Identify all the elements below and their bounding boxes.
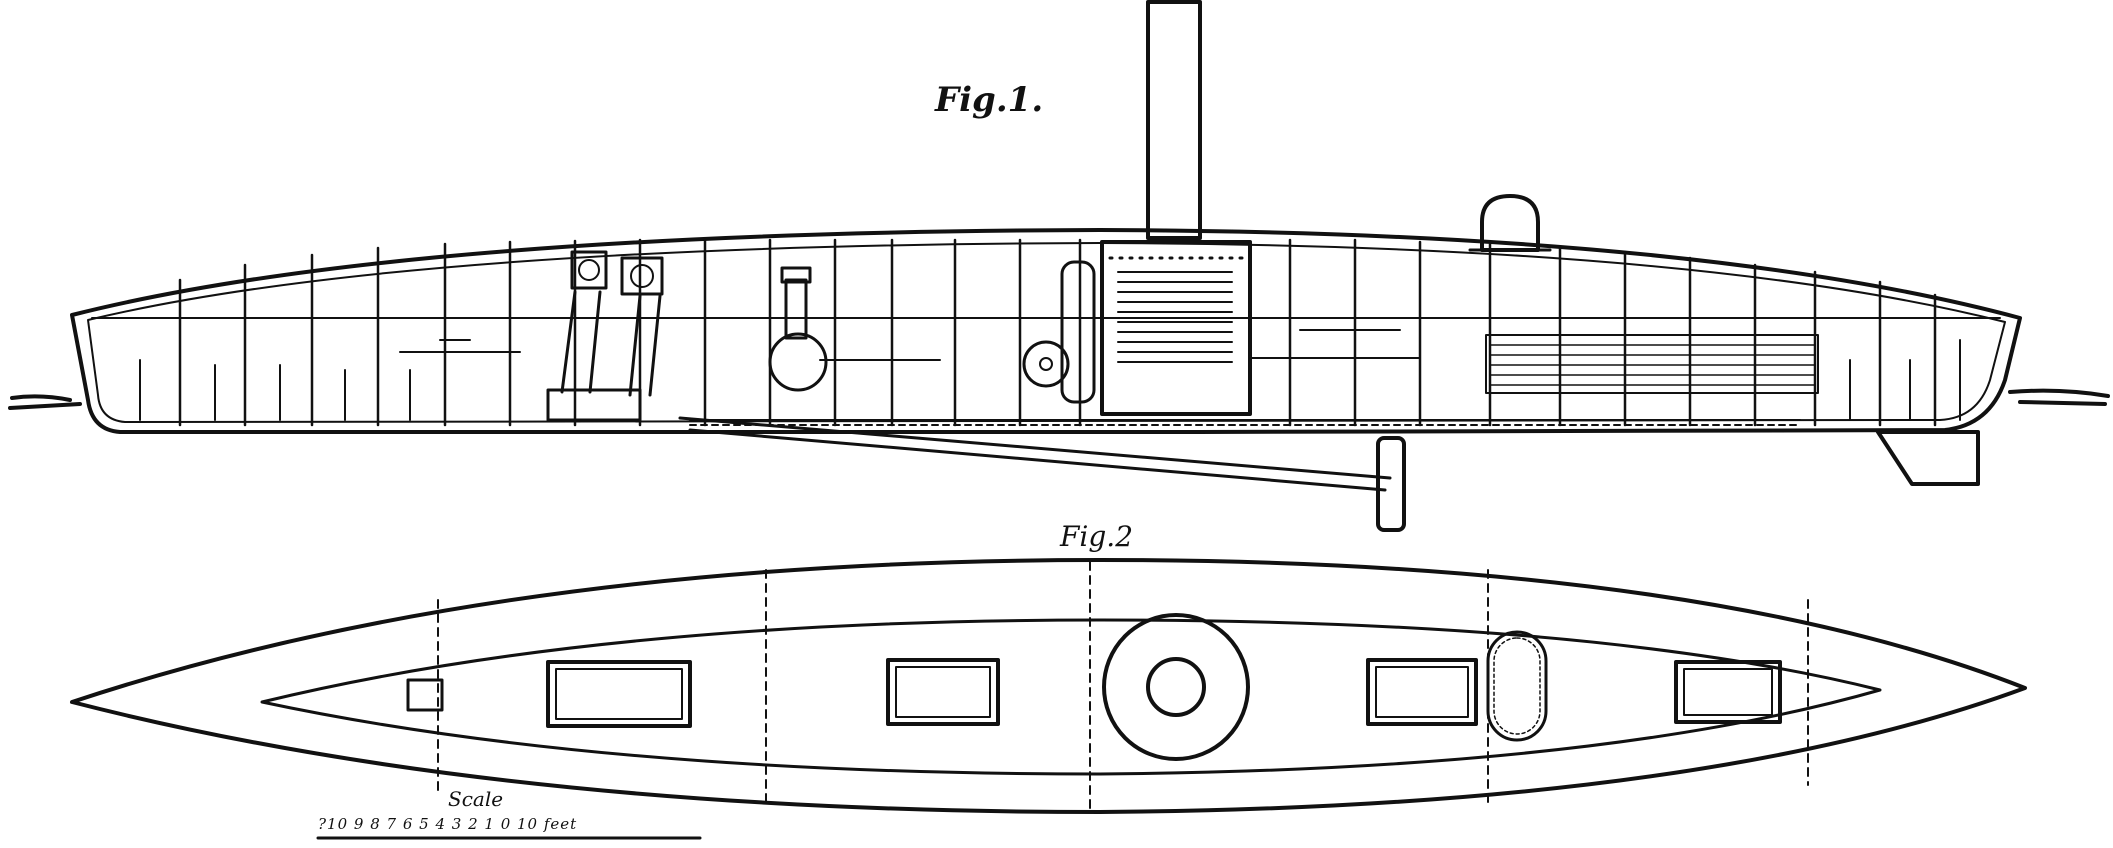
air-cylinder (1060, 260, 1096, 404)
hatch-1 (546, 660, 692, 728)
scale-label: Scale (448, 787, 504, 811)
rudder (1876, 430, 1980, 486)
water-line-left (8, 394, 82, 410)
smokestack (1146, 0, 1202, 240)
keel-line (119, 419, 1801, 433)
stack-collar-outer (1102, 613, 1250, 761)
flywheel-hub (1039, 357, 1053, 371)
tower-plan-oval (1486, 630, 1548, 742)
hatch-3 (1366, 658, 1478, 726)
pump-base (546, 388, 642, 422)
hull-outline (70, 228, 2022, 434)
figure-2-label: Fig.2 (1060, 520, 1134, 553)
hull-frames (178, 238, 1937, 427)
stern-tank (1485, 334, 1819, 394)
tower-plan-oval-inner (1493, 637, 1541, 735)
boiler-tubes (1117, 271, 1233, 363)
stern-tank-tubes (1489, 344, 1816, 386)
hatch-2-inner (895, 666, 991, 718)
pump-left-gauge (578, 259, 600, 281)
mid-partitions (399, 329, 1421, 391)
hatch-4-inner (1683, 668, 1773, 716)
propeller (1376, 436, 1406, 532)
water-line-right (2008, 388, 2110, 406)
flywheel (1022, 340, 1070, 388)
engine-column (784, 278, 808, 340)
hatch-1-inner (555, 668, 683, 720)
plan-outer-hull (70, 558, 2027, 814)
figure-1-label: Fig.1. (935, 80, 1044, 120)
hatch-2 (886, 658, 1000, 726)
pump-right-gauge (630, 264, 654, 288)
plan-inner-hull (260, 618, 1882, 776)
hatch-small (406, 678, 444, 712)
engine-wheel (768, 332, 828, 392)
hatch-4 (1674, 660, 1782, 724)
stack-collar-inner (1146, 657, 1206, 717)
fig1-side-elevation (8, 0, 2110, 532)
hull-posts (139, 339, 1961, 421)
pump-right-head (620, 256, 664, 296)
fig2-plan-view (70, 558, 2027, 814)
conning-tower (1480, 194, 1540, 252)
boiler (1100, 240, 1252, 416)
hull-inner-line (87, 242, 2006, 423)
engine-top (780, 266, 812, 284)
propeller-shaft (678, 416, 1392, 492)
pump-left-head (570, 250, 608, 290)
hatch-3-inner (1375, 666, 1469, 718)
scale-tick-labels: ?10 9 8 7 6 5 4 3 2 1 0 10 feet (318, 815, 578, 833)
pump-rods (560, 290, 662, 397)
